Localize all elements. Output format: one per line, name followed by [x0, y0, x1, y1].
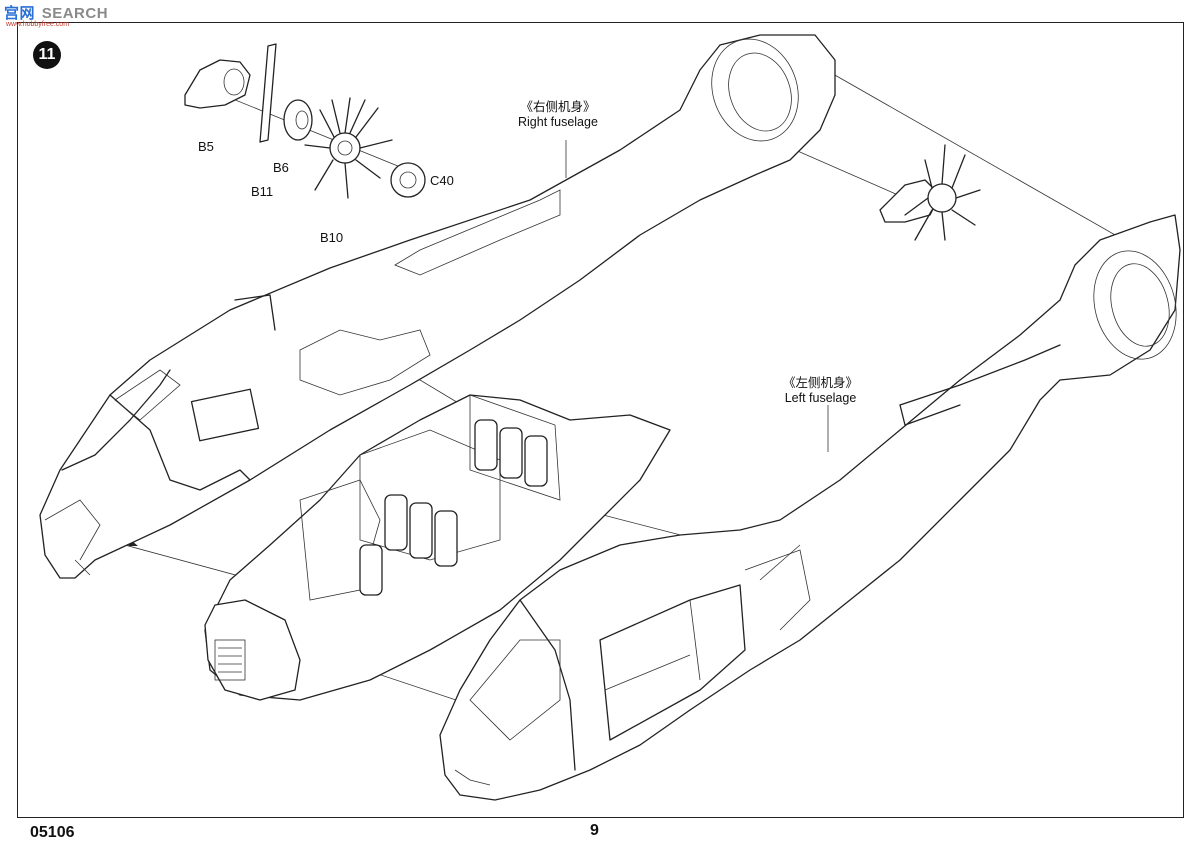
- callout-right-fuselage: 《右侧机身》 Right fuselage: [518, 100, 598, 130]
- seat-row: [359, 419, 548, 596]
- callout-right-fuselage-cn: 《右侧机身》: [520, 100, 596, 114]
- step-number-badge: 11: [33, 41, 61, 69]
- page-frame: [17, 22, 1184, 818]
- tail-rotor-assembly: [879, 144, 981, 241]
- callout-right-fuselage-en: Right fuselage: [518, 115, 598, 129]
- part-b10: [304, 97, 393, 199]
- cabin-grille: [218, 647, 242, 673]
- right-fuselage-part: [39, 34, 836, 579]
- label-b6: B6: [273, 160, 289, 175]
- callout-left-fuselage-en: Left fuselage: [784, 391, 857, 405]
- watermark-site: www.hobbyfree.com: [6, 21, 70, 28]
- label-c40: C40: [430, 173, 454, 188]
- callout-left-fuselage-cn: 《左侧机身》: [783, 376, 859, 390]
- cabin-interior-part: [204, 394, 671, 701]
- left-fuselage-part: [439, 214, 1181, 801]
- page-number: 9: [590, 822, 599, 839]
- part-c40: [390, 162, 426, 198]
- part-b6: [283, 99, 313, 141]
- callout-left-fuselage: 《左侧机身》 Left fuselage: [783, 376, 858, 406]
- kit-number: 05106: [30, 824, 75, 841]
- label-b10: B10: [320, 230, 344, 245]
- label-b11: B11: [251, 184, 274, 199]
- label-b5: B5: [198, 139, 214, 154]
- part-b5: [184, 59, 251, 109]
- watermark-logo: 宫网 SEARCH www.hobbyfree.com: [4, 2, 109, 28]
- part-b11: [259, 43, 277, 143]
- watermark-brand-en: SEARCH: [41, 5, 109, 22]
- watermark-brand-cn: 宫网: [4, 5, 36, 22]
